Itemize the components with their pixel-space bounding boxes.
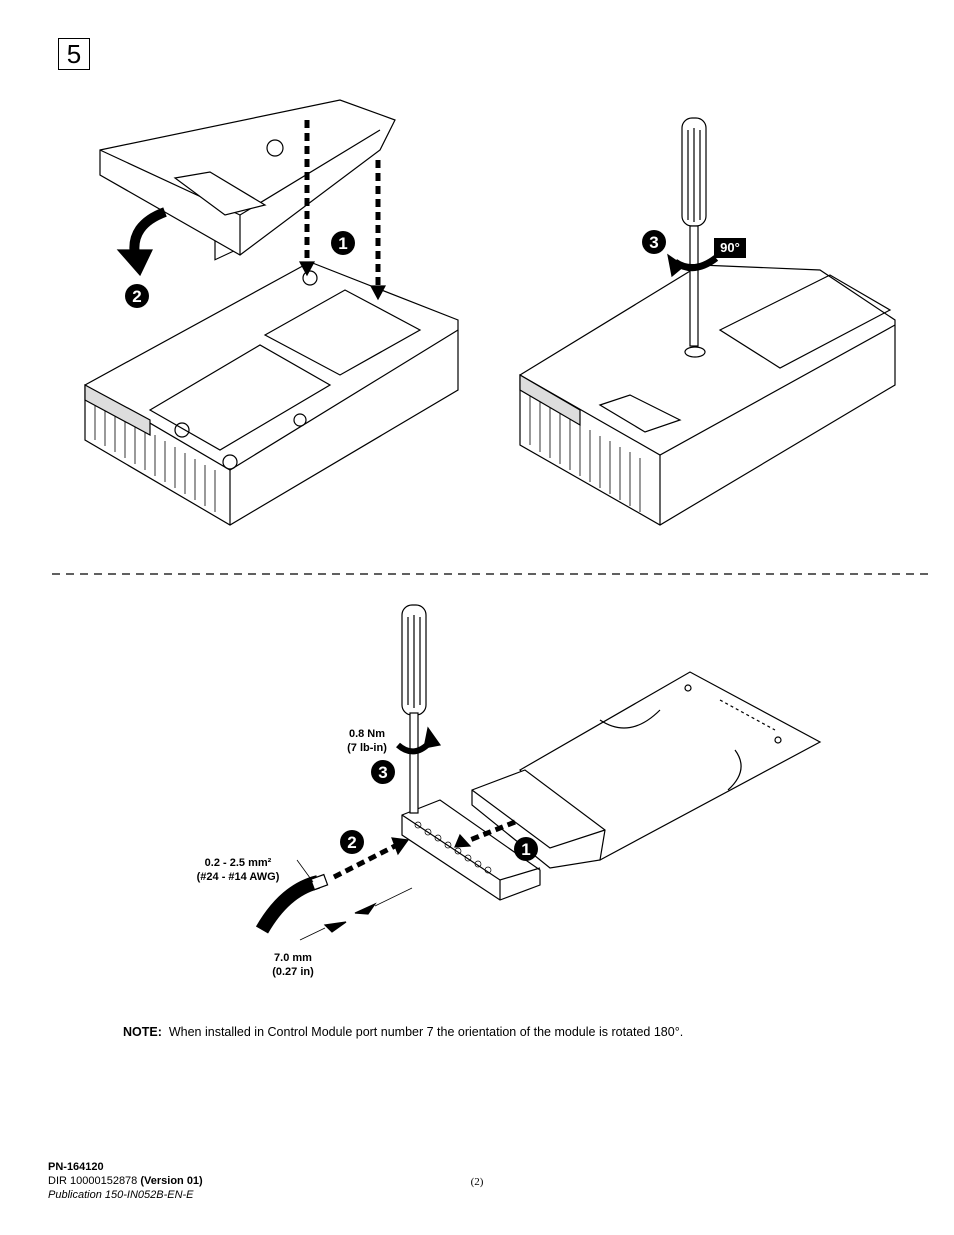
- part-number: PN-164120: [48, 1161, 104, 1173]
- callout-top-2: 2: [125, 284, 149, 308]
- svg-text:2: 2: [347, 833, 356, 852]
- note-text: NOTE: When installed in Control Module p…: [123, 1025, 683, 1039]
- callout-bottom-2: 2: [340, 830, 364, 854]
- strip-mm: 7.0 mm: [274, 952, 312, 964]
- callout-bottom-3: 3: [371, 760, 395, 784]
- svg-text:3: 3: [649, 233, 658, 252]
- callout-top-3: 3: [642, 230, 666, 254]
- page-number: (2): [470, 1176, 484, 1188]
- note-body: When installed in Control Module port nu…: [168, 1025, 684, 1039]
- screwdriver-bottom: [401, 604, 427, 814]
- callout-bottom-1: 1: [514, 837, 538, 861]
- footer-info: PN-164120 DIR 10000152878 (Version 01) P…: [48, 1160, 203, 1202]
- strip-length-label: 7.0 mm (0.27 in): [258, 951, 328, 979]
- note-label: NOTE:: [123, 1025, 162, 1039]
- svg-text:1: 1: [338, 234, 347, 253]
- svg-text:3: 3: [378, 763, 387, 782]
- strip-in: (0.27 in): [272, 966, 314, 978]
- svg-text:1: 1: [521, 840, 530, 859]
- step-number: 5: [58, 38, 90, 70]
- terminal-plug-module: [471, 769, 606, 869]
- dir-line: DIR 10000152878 (Version 01): [48, 1174, 203, 1188]
- rotation-label: 90°: [714, 238, 746, 258]
- drive-assembled-right: [519, 264, 896, 526]
- svg-text:2: 2: [132, 287, 141, 306]
- callout-top-1: 1: [331, 231, 355, 255]
- torque-label: 0.8 Nm (7 lb-in): [332, 727, 402, 755]
- wire-size-label: 0.2 - 2.5 mm² (#24 - #14 AWG): [182, 856, 294, 884]
- drive-cover-removed: [99, 99, 396, 256]
- dir-number: DIR 10000152878: [48, 1175, 138, 1187]
- drive-base-unit-left: [84, 212, 459, 526]
- publication: Publication 150-IN052B-EN-E: [48, 1189, 194, 1201]
- wire-awg: (#24 - #14 AWG): [196, 871, 280, 883]
- torque-nm: 0.8 Nm: [348, 728, 386, 740]
- terminal-block-removable: [401, 799, 541, 901]
- torque-lbin: (7 lb-in): [347, 742, 387, 754]
- version: (Version 01): [140, 1175, 203, 1187]
- wire-mm2: 0.2 - 2.5 mm²: [204, 857, 272, 869]
- screwdriver-top: [681, 117, 707, 347]
